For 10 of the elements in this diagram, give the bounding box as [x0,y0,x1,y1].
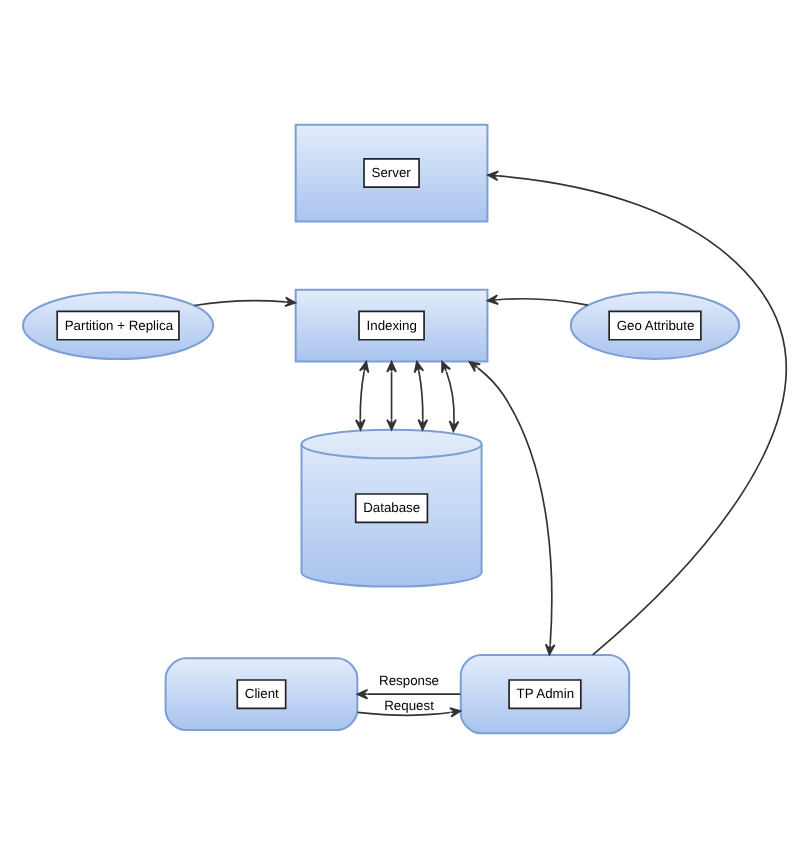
arrow [356,688,462,700]
arrow [356,707,462,718]
arrow [354,361,370,431]
arrow [468,361,556,656]
arrow [386,361,397,431]
arrow [413,361,429,431]
arrow [486,294,589,306]
arrow [193,296,297,308]
arrow [441,361,460,433]
arrow [487,170,787,656]
